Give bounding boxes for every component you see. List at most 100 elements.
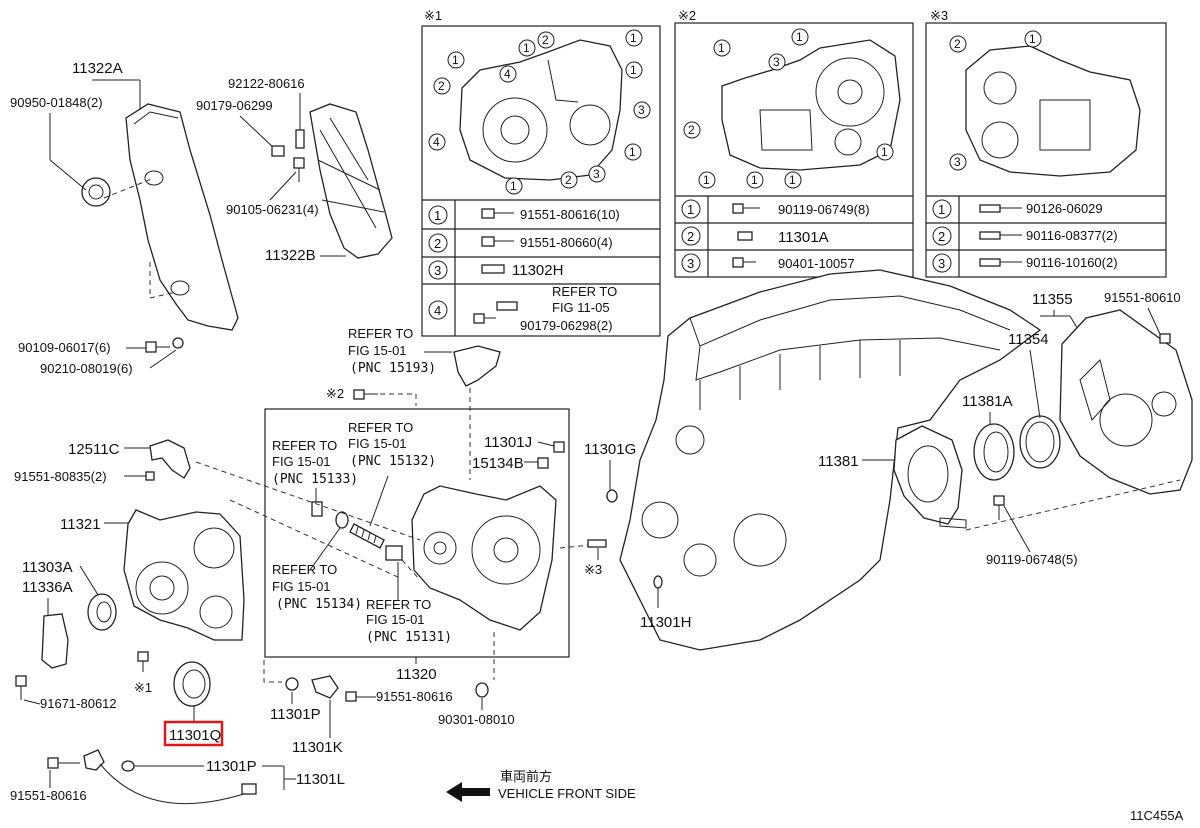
- refer-15134: REFER TO FIG 15-01 (PNC 15134): [272, 562, 362, 612]
- ring-15134: [335, 511, 349, 529]
- svg-text:(PNC 15193): (PNC 15193): [350, 361, 436, 376]
- legend1-row-2-part: 91551-80660(4): [520, 235, 613, 250]
- label-90105: 90105-06231(4): [226, 202, 319, 217]
- label-11320: 11320: [396, 666, 437, 683]
- legend2-row-2-part: 11301A: [778, 229, 829, 246]
- svg-text:1: 1: [510, 179, 517, 193]
- label-90301: 90301-08010: [438, 712, 515, 727]
- plug-15133: [311, 501, 323, 517]
- legend-panel-2: ※2 1 1 3 2 1 1 1 1 1 90119-06749(8): [674, 8, 914, 278]
- stud-92122: [295, 129, 305, 149]
- label-12511C: 12511C: [68, 441, 120, 458]
- label-90950: 90950-01848(2): [10, 95, 103, 110]
- svg-text:1: 1: [938, 202, 945, 217]
- svg-text:2: 2: [438, 79, 445, 93]
- sensor-harness-11301L: [47, 749, 257, 805]
- svg-text:1: 1: [629, 145, 636, 159]
- seal-11381A: [973, 423, 1015, 481]
- stud-note3: [587, 539, 607, 548]
- label-11301G: 11301G: [584, 441, 636, 458]
- oring-11301P: [285, 677, 299, 691]
- bolt-90119-06748: [993, 495, 1005, 520]
- svg-text:1: 1: [718, 41, 725, 55]
- svg-text:90179-06298(2): 90179-06298(2): [520, 318, 613, 333]
- label-11301L: 11301L: [296, 771, 345, 788]
- label-15134B: 15134B: [472, 455, 524, 472]
- svg-text:(PNC 15132): (PNC 15132): [350, 454, 436, 469]
- vehicle-front-en: VEHICLE FRONT SIDE: [498, 786, 636, 801]
- svg-text:3: 3: [638, 103, 645, 117]
- svg-text:1: 1: [630, 31, 637, 45]
- svg-text:1: 1: [703, 173, 710, 187]
- svg-text:4: 4: [433, 135, 440, 149]
- bolt-90179: [271, 145, 285, 157]
- label-91551-80835: 91551-80835(2): [14, 469, 107, 484]
- svg-text:2: 2: [687, 229, 694, 244]
- plug-11301J: [553, 441, 565, 453]
- svg-text:REFER TO: REFER TO: [348, 326, 413, 341]
- label-90179a: 90179-06299: [196, 98, 273, 113]
- svg-text:2: 2: [954, 37, 961, 51]
- svg-text:FIG 11-05: FIG 11-05: [552, 300, 610, 315]
- label-11301P-a: 11301P: [270, 706, 321, 723]
- timing-cover-11322B: [309, 103, 393, 259]
- svg-text:FIG 15-01: FIG 15-01: [348, 436, 407, 451]
- legend1-row-2: 2 91551-80660(4): [428, 233, 613, 253]
- oring-11301G: [606, 489, 618, 503]
- label-11381: 11381: [818, 453, 859, 470]
- legend1-row-4: 4 REFER TO FIG 11-05 90179-06298(2): [428, 284, 617, 333]
- refer-15132: REFER TO FIG 15-01 (PNC 15132): [348, 420, 436, 469]
- legend3-row-3: 3 90116-10160(2): [932, 253, 1118, 273]
- label-91551-80610: 91551-80610: [1104, 290, 1181, 305]
- svg-text:2: 2: [688, 123, 695, 137]
- highlight-box-11301Q: [163, 720, 224, 747]
- svg-text:3: 3: [954, 155, 961, 169]
- label-11355: 11355: [1032, 291, 1073, 308]
- label-note1: ※1: [134, 680, 152, 695]
- diagram-id: 11C455A: [1130, 808, 1184, 823]
- legend1-row-1-part: 91551-80616(10): [520, 207, 620, 222]
- gasket-15193: [453, 345, 501, 387]
- svg-text:3: 3: [938, 256, 945, 271]
- svg-text:4: 4: [434, 303, 441, 318]
- label-11322B: 11322B: [265, 247, 316, 264]
- legend1-callouts: 1 1 2 1 2 4 1 3 4 1 2 3 1: [428, 29, 651, 195]
- legend2-title: ※2: [678, 8, 696, 23]
- legend2-row-1-part: 90119-06749(8): [778, 202, 870, 217]
- legend3-row-3-part: 90116-10160(2): [1026, 255, 1118, 270]
- svg-text:1: 1: [687, 202, 694, 217]
- spring-15132: [349, 523, 385, 549]
- timing-cover-drawing-1: [459, 39, 623, 181]
- cover-11336A: [41, 613, 69, 669]
- svg-text:1: 1: [523, 41, 530, 55]
- label-11301J: 11301J: [484, 434, 532, 451]
- label-11322A: 11322A: [72, 60, 123, 77]
- seal-11303A: [87, 593, 117, 631]
- svg-text:1: 1: [796, 30, 803, 44]
- label-11301Q[interactable]: 11301Q: [169, 727, 221, 744]
- svg-text:FIG 15-01: FIG 15-01: [366, 612, 425, 627]
- svg-text:2: 2: [938, 229, 945, 244]
- svg-text:REFER TO: REFER TO: [552, 284, 617, 299]
- svg-text:1: 1: [630, 63, 637, 77]
- legend3-row-1-part: 90126-06029: [1026, 201, 1103, 216]
- retainer-11381: [893, 425, 967, 529]
- legend-panel-1: ※1 1 1 2 1 2 4 1 3 4 1 2 3 1: [421, 8, 661, 337]
- refer-15133: REFER TO FIG 15-01 (PNC 15133): [272, 438, 358, 487]
- vehicle-front-arrow: [446, 782, 490, 802]
- svg-text:1: 1: [881, 145, 888, 159]
- engine-plate-drawing-2: [721, 39, 901, 171]
- bolt-90109: [145, 337, 184, 353]
- label-11301K: 11301K: [292, 739, 343, 756]
- label-11301P-b: 11301P: [206, 758, 257, 775]
- label-note3: ※3: [584, 562, 602, 577]
- svg-text:1: 1: [434, 208, 441, 223]
- label-11301H: 11301H: [640, 614, 691, 631]
- svg-text:FIG 15-01: FIG 15-01: [272, 454, 331, 469]
- legend2-callouts: 1 1 3 2 1 1 1 1: [683, 28, 894, 189]
- timing-belt-cover-11322A: [81, 103, 239, 331]
- svg-text:3: 3: [593, 167, 600, 181]
- engine-block: [619, 269, 1042, 651]
- valve-15131: [385, 545, 403, 561]
